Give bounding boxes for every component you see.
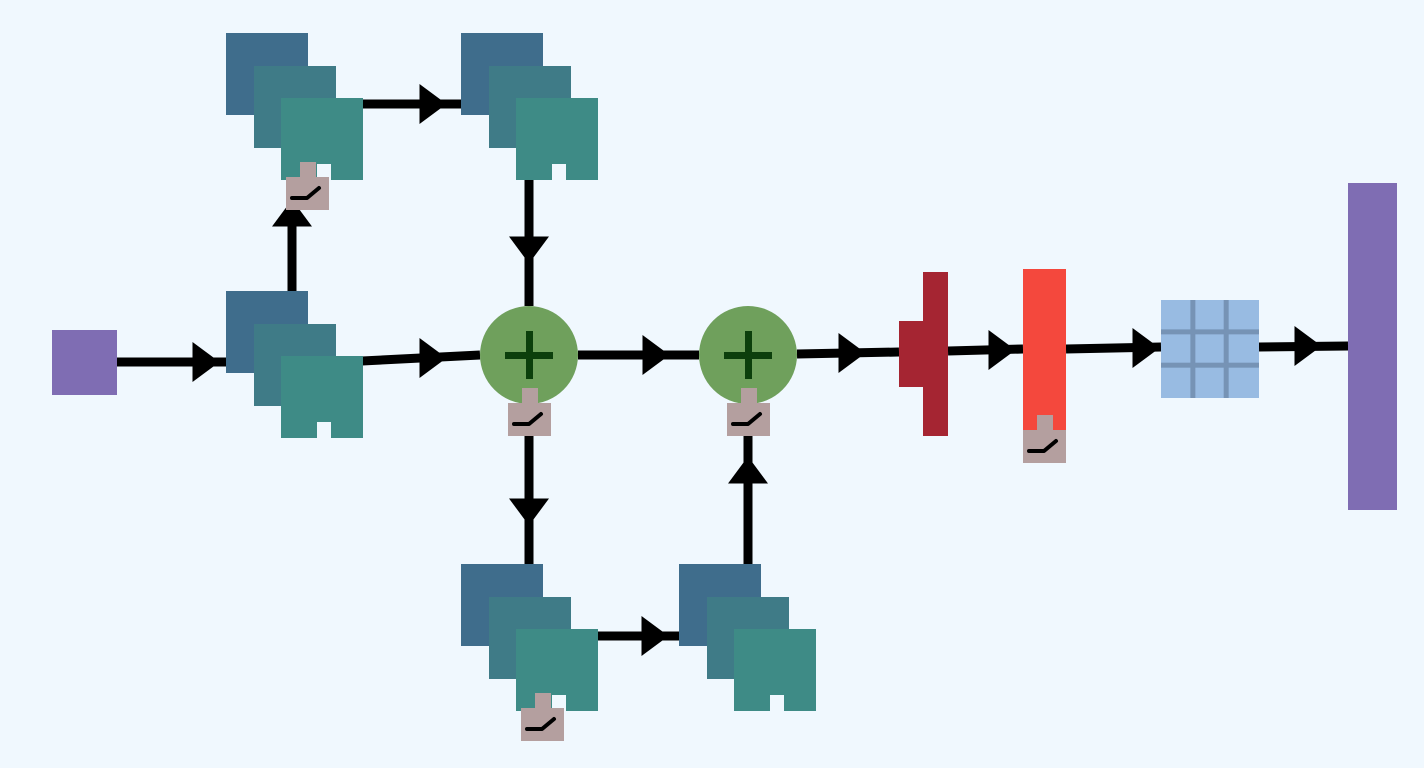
edge-pool-to-dense — [947, 330, 1024, 370]
node-add-2 — [699, 306, 797, 436]
node-conv-1 — [226, 291, 363, 438]
grid-line-horizontal — [1161, 329, 1259, 335]
arrow-head-icon — [509, 498, 549, 526]
edge-add-2-to-pool — [796, 333, 900, 373]
arrow-head-icon — [1132, 328, 1160, 368]
edge-conv-3-to-add-1 — [509, 179, 549, 306]
conv-filter-front — [516, 629, 598, 711]
arrow-head-icon — [509, 236, 549, 264]
grid-line-vertical — [1223, 300, 1229, 398]
plus-icon — [505, 331, 553, 379]
grid-icon — [1161, 300, 1259, 398]
grid-block — [1161, 300, 1259, 398]
node-conv-2 — [226, 33, 363, 210]
edge-add-1-to-add-2 — [578, 335, 699, 375]
activation-icon — [727, 388, 770, 436]
arrow-head-icon — [642, 335, 670, 375]
node-conv-4 — [461, 564, 598, 741]
arrow-head-icon — [192, 342, 220, 382]
arrow-head-icon — [988, 330, 1016, 370]
input-block — [52, 330, 117, 395]
edge-input-to-conv-1 — [117, 342, 226, 382]
node-input — [52, 330, 117, 395]
plus-vertical — [526, 331, 533, 379]
activation-icon — [1023, 415, 1066, 463]
node-conv-3 — [461, 33, 598, 180]
activation-icon — [521, 693, 564, 741]
activation-icon — [508, 388, 551, 436]
grid-line-horizontal — [1161, 362, 1259, 368]
activation-curve — [290, 186, 321, 200]
activation-curve — [525, 717, 556, 731]
edge-dense-to-grid — [1065, 328, 1162, 368]
arrow-head-icon — [419, 338, 447, 378]
arrow-head-icon — [641, 616, 669, 656]
activation-curve — [731, 412, 762, 426]
pool-bar-horizontal — [899, 321, 948, 387]
dense-block — [1023, 269, 1066, 432]
arrow-head-icon — [272, 199, 312, 227]
edge-conv-1-to-add-1 — [361, 338, 481, 378]
node-add-1 — [480, 306, 578, 436]
edge-grid-to-output — [1258, 326, 1349, 366]
arrow-head-icon — [728, 456, 768, 484]
node-pool — [899, 272, 948, 436]
output-block — [1348, 183, 1397, 510]
activation-icon — [286, 162, 329, 210]
activation-curve — [1027, 439, 1058, 453]
arrow-head-icon — [1294, 326, 1322, 366]
activation-curve — [512, 412, 543, 426]
node-output — [1348, 183, 1397, 510]
conv-filter-front — [281, 98, 363, 180]
grid-line-vertical — [1190, 300, 1196, 398]
edge-conv-2-to-conv-3 — [362, 84, 461, 124]
edge-conv-4-to-conv-5 — [598, 616, 679, 656]
arrow-head-icon — [838, 333, 866, 373]
conv-filter-front — [281, 356, 363, 438]
nodes-layer — [52, 33, 1397, 741]
plus-vertical — [745, 331, 752, 379]
conv-filter-front — [734, 629, 816, 711]
node-dense — [1023, 269, 1066, 463]
conv-filter-front — [516, 98, 598, 180]
arrow-head-icon — [419, 84, 447, 124]
node-conv-5 — [679, 564, 816, 711]
node-grid — [1161, 300, 1259, 398]
plus-icon — [724, 331, 772, 379]
